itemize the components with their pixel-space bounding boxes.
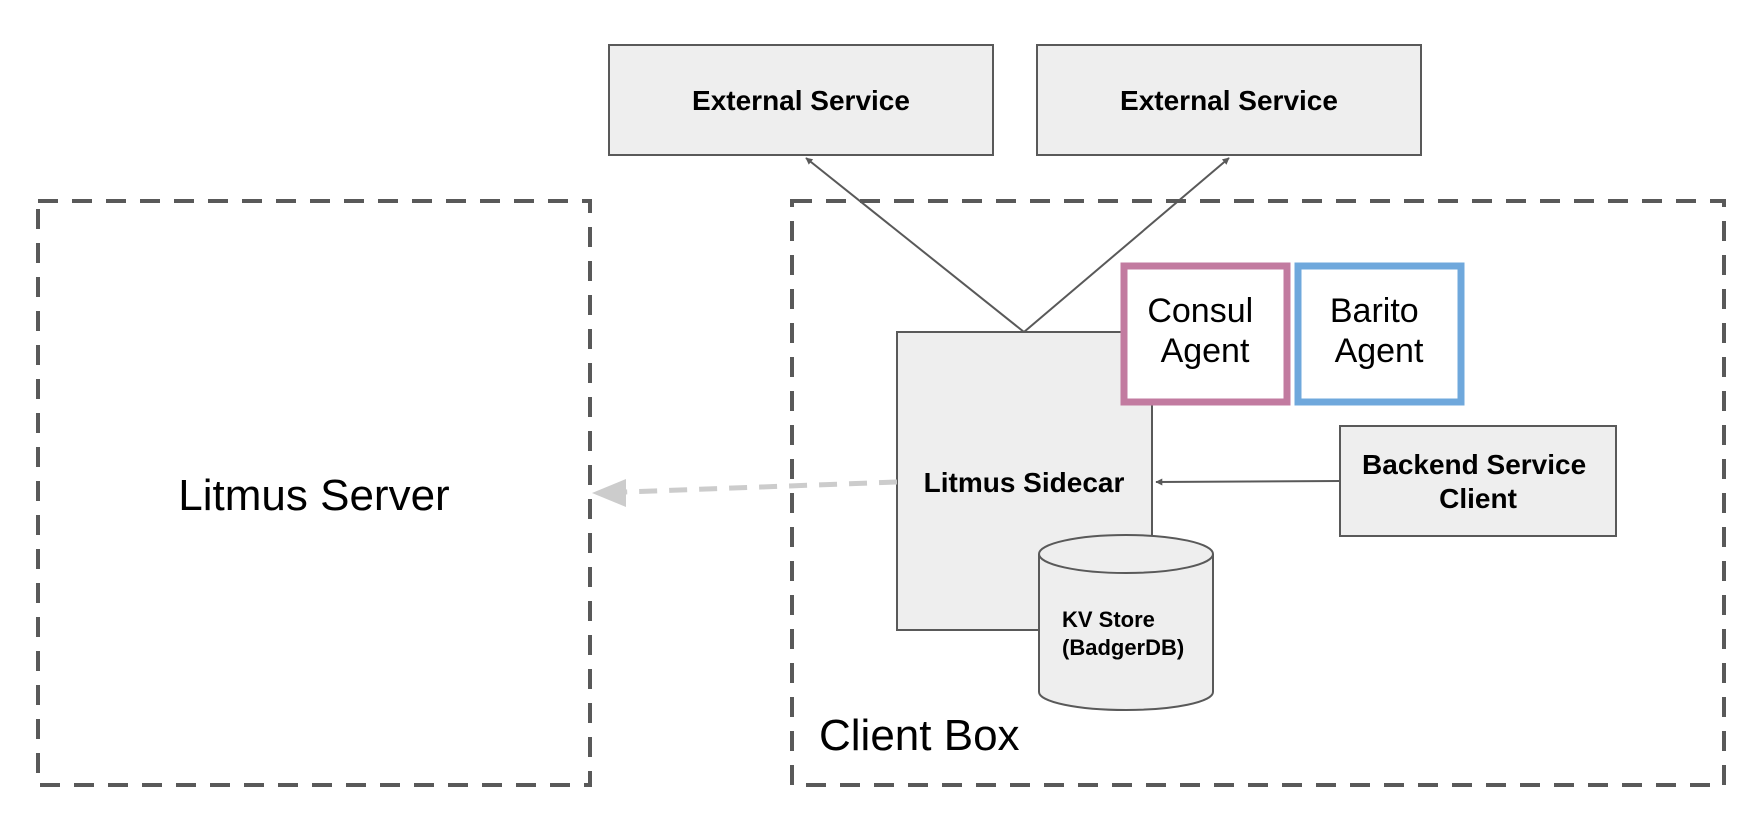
arrow-backend-client-to-sidecar <box>1155 478 1341 486</box>
consul-agent-label-line-1: Consul <box>1147 292 1253 330</box>
litmus-sidecar-label: Litmus Sidecar <box>924 467 1125 498</box>
arrow-sidecar-to-external-service-1 <box>805 157 1025 333</box>
barito-agent-label: Barito Agent <box>1330 292 1428 370</box>
litmus-server-label: Litmus Server <box>178 471 449 520</box>
kv-store-cylinder-top <box>1038 534 1214 574</box>
client-box-container <box>790 199 1726 787</box>
backend-service-client-label: Backend Service Client <box>1362 449 1594 514</box>
external-service-label-2: External Service <box>1120 85 1338 116</box>
backend-service-client-box <box>1339 425 1617 537</box>
external-service-box-1 <box>608 44 994 156</box>
barito-agent-label-line-2: Agent <box>1335 332 1424 370</box>
consul-agent-label: Consul Agent <box>1147 292 1262 370</box>
arrow-sidecar-to-litmus-server-dashed <box>624 479 898 495</box>
kv-store-cylinder-body <box>1038 554 1214 711</box>
external-service-label-1: External Service <box>692 85 910 116</box>
barito-agent-label-line-1: Barito <box>1330 292 1419 330</box>
kv-store-label-line-1: KV Store <box>1062 607 1155 632</box>
kv-store-label-line-2: (BadgerDB) <box>1062 635 1184 660</box>
external-service-box-2 <box>1036 44 1422 156</box>
litmus-server-container <box>36 199 592 787</box>
backend-service-client-label-line-2: Client <box>1439 483 1517 514</box>
consul-agent-label-line-2: Agent <box>1161 332 1250 370</box>
backend-service-client-label-line-1: Backend Service <box>1362 449 1586 480</box>
client-box-label: Client Box <box>819 711 1020 760</box>
consul-agent-box <box>1120 262 1291 406</box>
barito-agent-box <box>1294 262 1465 406</box>
arrow-sidecar-to-litmus-server-head <box>592 479 626 507</box>
kv-store-cylinder <box>1038 534 1214 711</box>
kv-store-label: KV Store (BadgerDB) <box>1062 607 1184 660</box>
arrow-sidecar-to-external-service-2 <box>1023 157 1230 333</box>
